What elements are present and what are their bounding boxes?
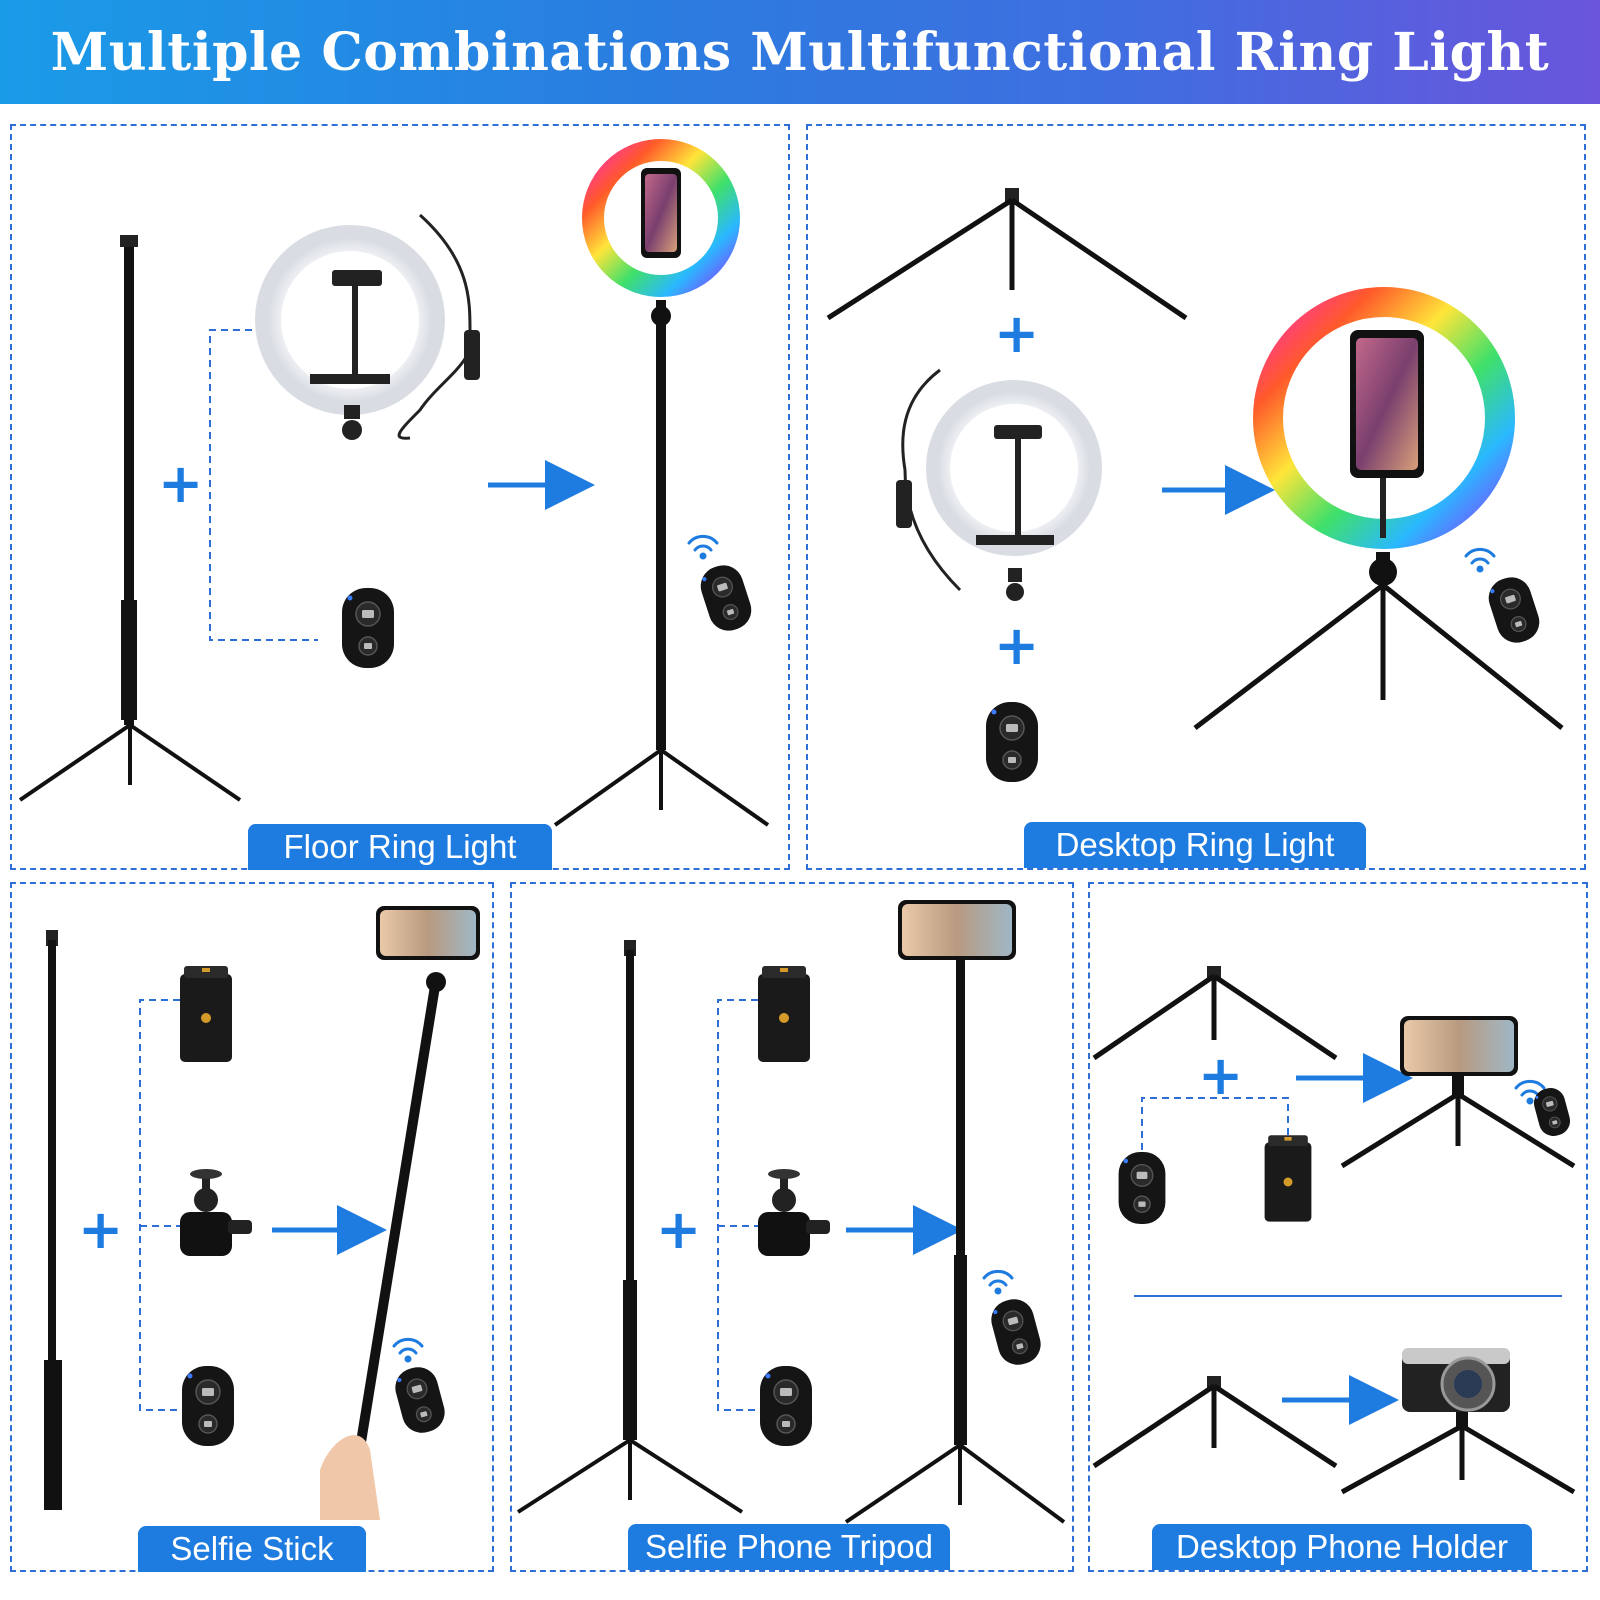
panel-selfie-phone-tripod	[510, 882, 1074, 1572]
title-banner: Multiple Combinations Multifunctional Ri…	[0, 0, 1600, 104]
desktop-phone-holder-art: +	[1092, 966, 1576, 1495]
label-desktop-ring-light: Desktop Ring Light	[1024, 822, 1366, 868]
plus-icon: +	[994, 302, 1039, 365]
plus-icon: +	[158, 452, 203, 515]
plus-icon: +	[656, 1198, 701, 1261]
label-floor-ring-light: Floor Ring Light	[248, 824, 552, 870]
desktop-ring-light-art: + +	[826, 188, 1564, 783]
label-selfie-phone-tripod: Selfie Phone Tripod	[628, 1524, 950, 1570]
selfie-stick-art: +	[44, 906, 480, 1520]
label-selfie-stick: Selfie Stick	[138, 1526, 366, 1572]
panel-desktop-phone-holder	[1088, 882, 1588, 1572]
page-title: Multiple Combinations Multifunctional Ri…	[50, 21, 1550, 83]
plus-icon: +	[994, 614, 1039, 677]
plus-icon: +	[1198, 1044, 1243, 1107]
floor-ring-light-art: +	[18, 139, 770, 827]
label-desktop-phone-holder: Desktop Phone Holder	[1152, 1524, 1532, 1570]
plus-icon: +	[78, 1198, 123, 1261]
selfie-phone-tripod-art: +	[516, 900, 1066, 1524]
panel-desktop-ring-light	[806, 124, 1586, 870]
